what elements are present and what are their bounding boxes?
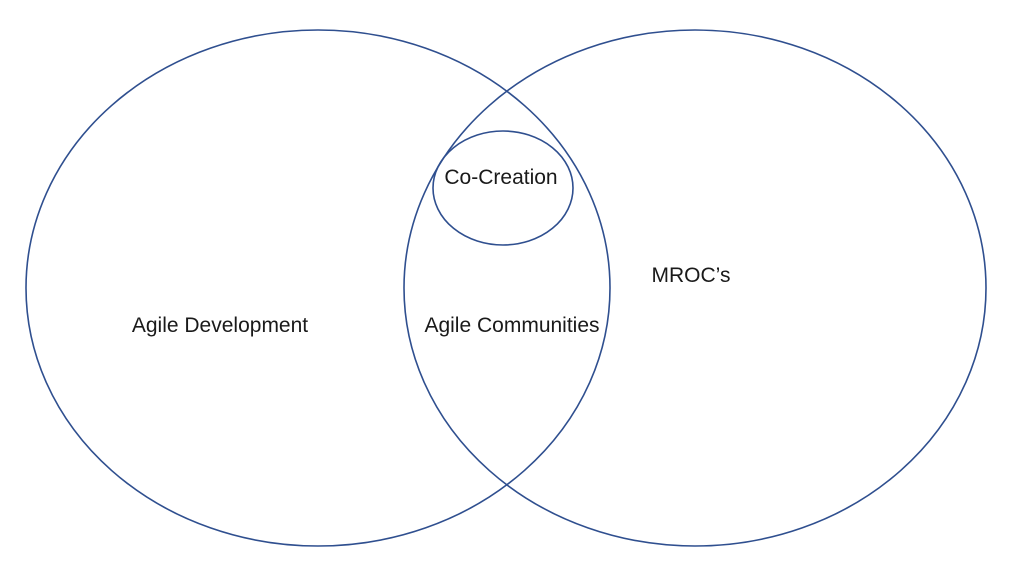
agile-development-circle — [25, 29, 611, 547]
agile-communities-label: Agile Communities — [424, 314, 599, 337]
agile-development-label: Agile Development — [132, 314, 308, 337]
co-creation-label: Co-Creation — [444, 166, 557, 189]
mrocs-circle — [403, 29, 987, 547]
mrocs-label: MROC’s — [652, 264, 731, 287]
co-creation-circle — [432, 130, 574, 246]
